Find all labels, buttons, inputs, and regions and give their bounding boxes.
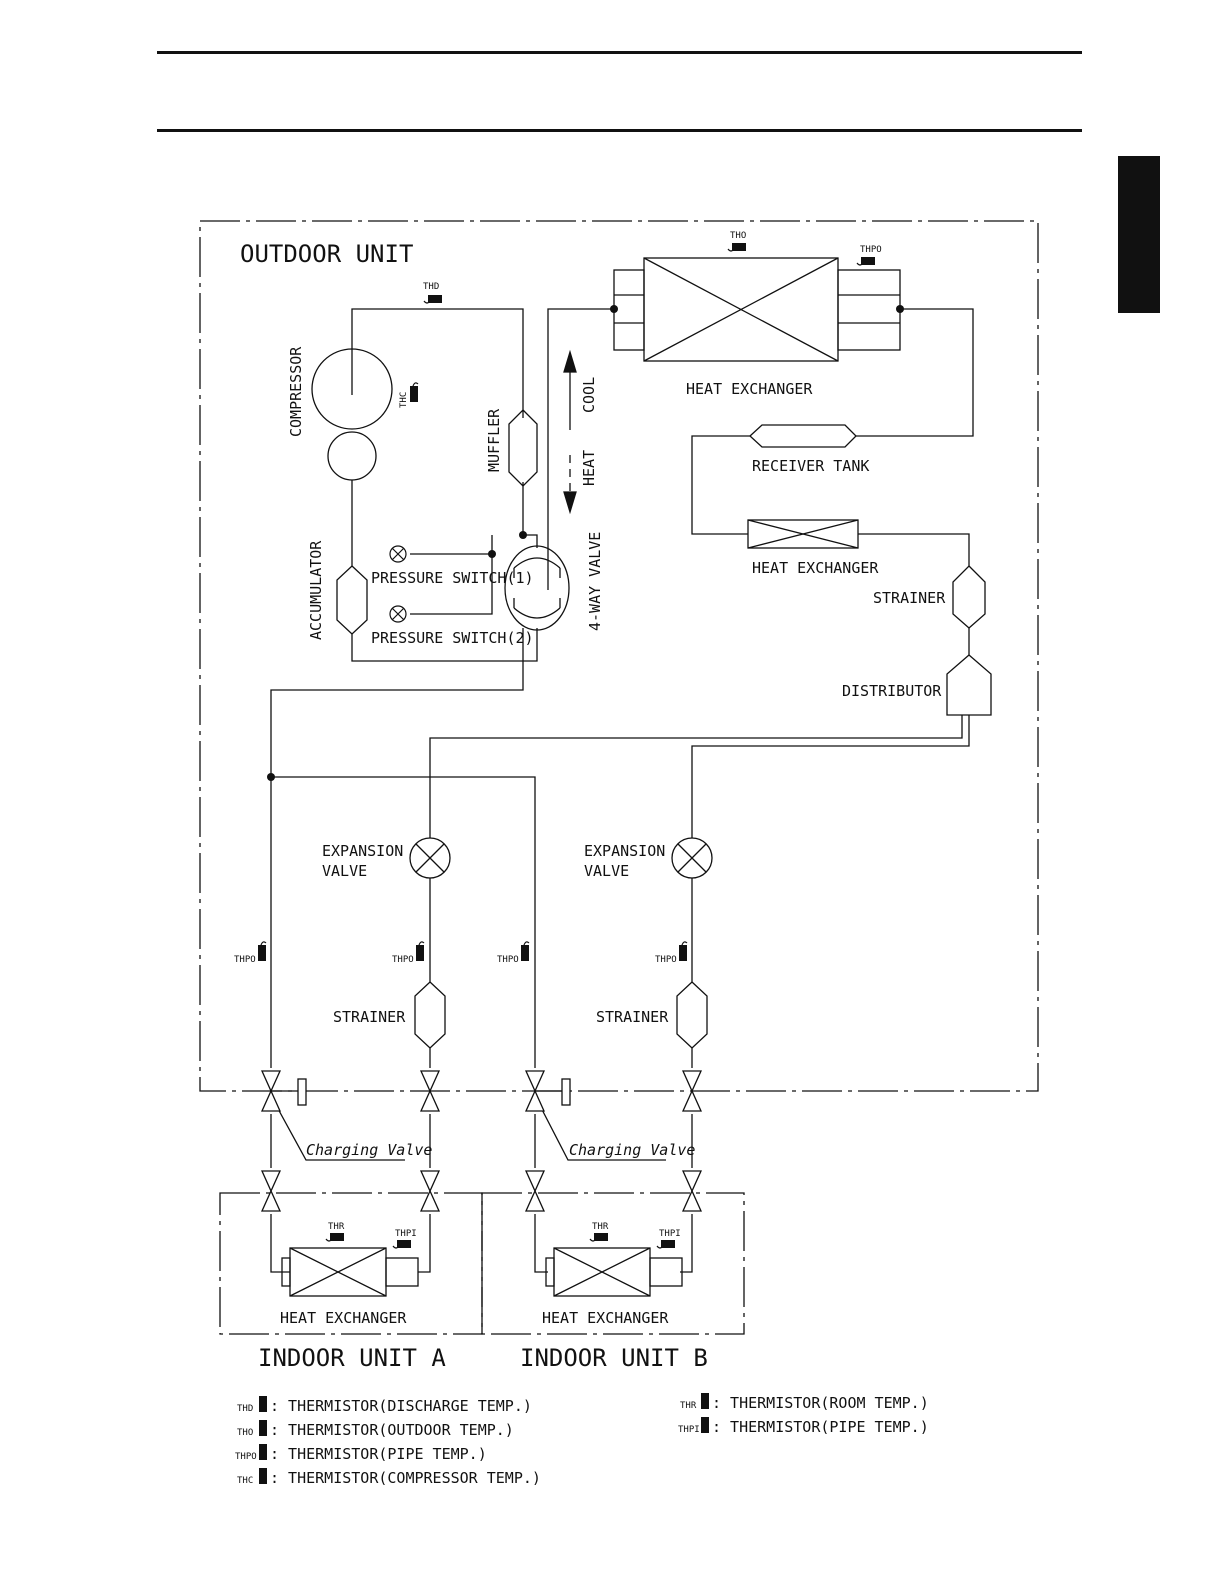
tag-th-pi-b: THPI: [659, 1229, 681, 1239]
indoor-unit-a-boundary: [219, 1192, 483, 1335]
piping: [270, 308, 974, 1273]
legend-text-th-pi: : THERMISTOR(PIPE TEMP.): [712, 1418, 929, 1436]
compressor-symbol: [311, 348, 393, 481]
tag-th-c: THC: [399, 392, 409, 408]
indoor-heat-exchanger-a-label: HEAT EXCHANGER: [280, 1309, 407, 1327]
legend-tag-th-d: THD: [237, 1404, 253, 1414]
compressor-label: COMPRESSOR: [287, 346, 305, 437]
legend-text-th-d: : THERMISTOR(DISCHARGE TEMP.): [270, 1397, 532, 1415]
pressure-switch-2-label: PRESSURE SWITCH(2): [371, 629, 534, 647]
expansion-valve-a-label-2: VALVE: [322, 862, 367, 880]
indoor-heat-exchanger-a-symbol: [281, 1247, 419, 1297]
sub-heat-exchanger-label: HEAT EXCHANGER: [752, 559, 879, 577]
outdoor-strainer-label: STRAINER: [873, 589, 946, 607]
legend-tag-th-po: THPO: [235, 1452, 257, 1462]
heat-label: HEAT: [580, 450, 598, 486]
tag-th-po-a-liquid: THPO: [392, 955, 414, 965]
tag-th-d: THD: [423, 282, 439, 292]
tag-th-r-b: THR: [592, 1222, 609, 1232]
legend-text-th-o: : THERMISTOR(OUTDOOR TEMP.): [270, 1421, 514, 1439]
strainer-b-label: STRAINER: [596, 1008, 669, 1026]
indoor-unit-a-label: INDOOR UNIT A: [258, 1344, 446, 1372]
sub-heat-exchanger-symbol: [747, 519, 859, 549]
distributor-symbol: [946, 654, 992, 716]
expansion-valve-a-label-1: EXPANSION: [322, 842, 403, 860]
indoor-heat-exchanger-b-symbol: [545, 1247, 683, 1297]
charging-valve-bodies: [297, 1078, 571, 1106]
tag-th-o: THO: [730, 231, 746, 241]
strainer-b-symbol: [676, 981, 708, 1049]
muffler-label: MUFFLER: [485, 408, 503, 472]
expansion-valve-symbols: [409, 837, 713, 879]
four-way-valve-symbol: [504, 545, 570, 631]
legend-text-th-r: : THERMISTOR(ROOM TEMP.): [712, 1394, 929, 1412]
charging-valve-b-label: Charging Valve: [569, 1141, 695, 1159]
distributor-label: DISTRIBUTOR: [842, 682, 942, 700]
indoor-unit-b-boundary: [481, 1192, 745, 1335]
legend: THD : THERMISTOR(DISCHARGE TEMP.) THO : …: [235, 1393, 929, 1487]
tag-th-po-b-liquid: THPO: [655, 955, 677, 965]
section-tab: [1118, 156, 1160, 313]
pressure-switch-1-label: PRESSURE SWITCH(1): [371, 569, 534, 587]
header-rule-bottom: [157, 129, 1082, 132]
legend-text-th-c: : THERMISTOR(COMPRESSOR TEMP.): [270, 1469, 541, 1487]
four-way-valve-label: 4-WAY VALVE: [586, 532, 604, 631]
flow-arrows: [563, 349, 577, 515]
legend-tag-th-o: THO: [237, 1428, 253, 1438]
pressure-switch-symbols: [389, 545, 407, 623]
strainer-a-symbol: [414, 981, 446, 1049]
indoor-heat-exchanger-b-label: HEAT EXCHANGER: [542, 1309, 669, 1327]
charging-valve-a-label: Charging Valve: [306, 1141, 432, 1159]
legend-tag-th-c: THC: [237, 1476, 253, 1486]
indoor-unit-b-label: INDOOR UNIT B: [520, 1344, 708, 1372]
receiver-tank-label: RECEIVER TANK: [752, 457, 869, 475]
accumulator-symbol: [336, 565, 368, 635]
header-rule-top: [157, 51, 1082, 54]
tag-th-po-b-gas: THPO: [497, 955, 519, 965]
legend-tag-th-r: THR: [680, 1401, 697, 1411]
strainer-a-label: STRAINER: [333, 1008, 406, 1026]
receiver-tank-symbol: [749, 424, 857, 448]
tag-th-r-a: THR: [328, 1222, 345, 1232]
tag-th-po-outdoor-hx: THPO: [860, 245, 882, 255]
expansion-valve-b-label-1: EXPANSION: [584, 842, 665, 860]
legend-tag-th-pi: THPI: [678, 1425, 700, 1435]
accumulator-label: ACCUMULATOR: [307, 540, 325, 640]
tag-th-pi-a: THPI: [395, 1229, 417, 1239]
outdoor-strainer-symbol: [952, 565, 986, 629]
junction-dots: [267, 305, 904, 781]
legend-text-th-po: : THERMISTOR(PIPE TEMP.): [270, 1445, 487, 1463]
muffler-symbol: [508, 409, 538, 487]
cool-label: COOL: [580, 377, 598, 413]
expansion-valve-b-label-2: VALVE: [584, 862, 629, 880]
outdoor-unit-boundary: [199, 220, 1039, 1092]
outdoor-heat-exchanger-symbol: [613, 257, 901, 362]
outdoor-heat-exchanger-label: HEAT EXCHANGER: [686, 380, 813, 398]
outdoor-unit-label: OUTDOOR UNIT: [240, 240, 413, 268]
tag-th-po-a-gas: THPO: [234, 955, 256, 965]
